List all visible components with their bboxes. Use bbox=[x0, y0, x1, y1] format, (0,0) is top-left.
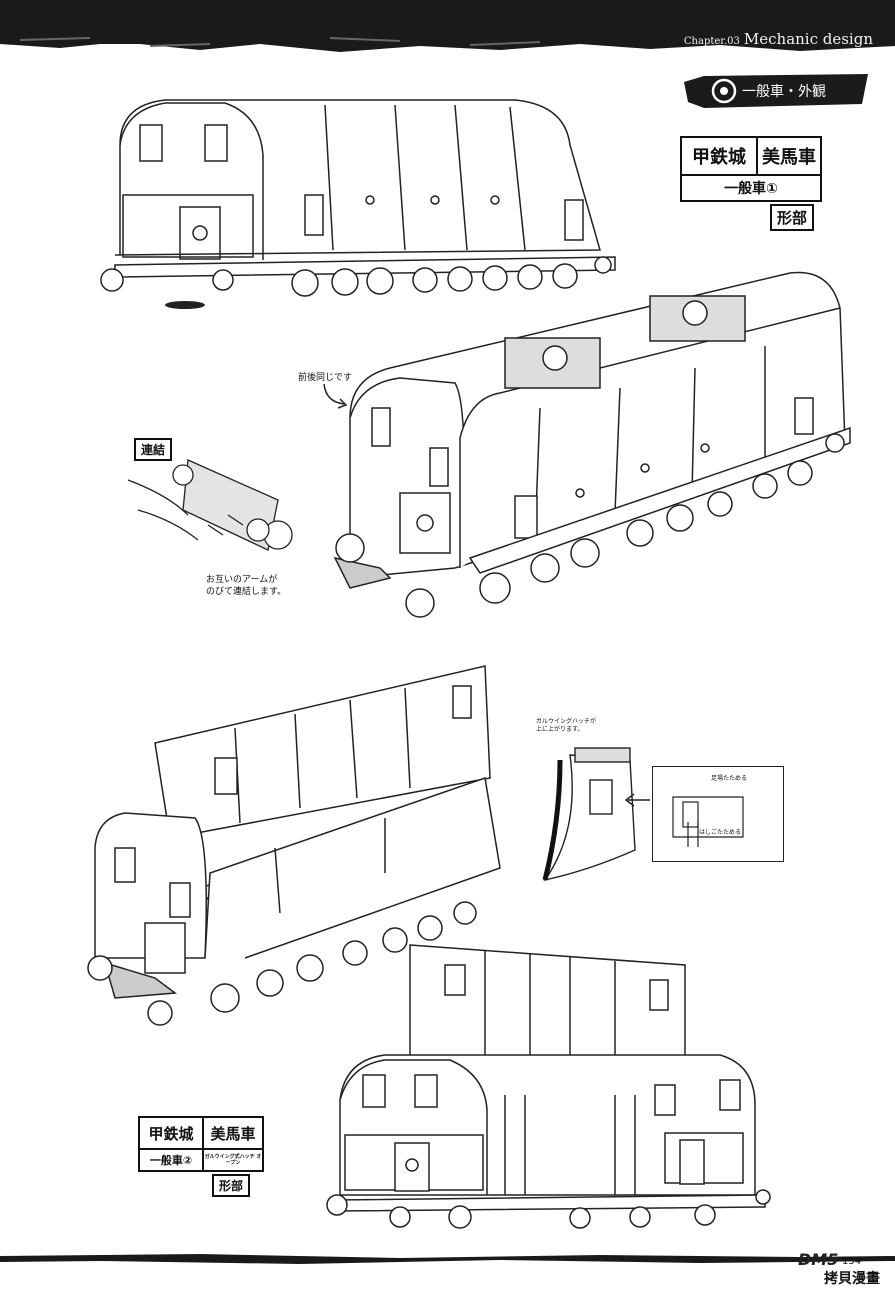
chapter-title: Mechanic design bbox=[743, 30, 873, 48]
spec-sub: ガルウイング式ハッチ オープン bbox=[204, 1154, 262, 1166]
spec-org: 甲鉄城 bbox=[140, 1118, 204, 1150]
stamp-bottom: 形部 bbox=[212, 1174, 251, 1197]
watermark-logo: DM5 bbox=[798, 1250, 839, 1269]
coupling-note-line2: のびて連結します。 bbox=[206, 587, 287, 597]
inset-arrow bbox=[624, 793, 650, 807]
watermark-text: 拷貝漫畫 bbox=[824, 1271, 880, 1287]
section-tag-label: 一般車・外観 bbox=[742, 84, 826, 100]
gullwing-note-line1: ガルウイングハッチが bbox=[536, 718, 597, 725]
stamp-top: 形部 bbox=[770, 204, 815, 231]
page-number: 154 bbox=[842, 1256, 862, 1267]
inset-note-up: 足場たためる bbox=[711, 775, 748, 782]
coupling-detail-drawing bbox=[128, 459, 293, 551]
inset-note-down: はしごたためる bbox=[699, 829, 742, 836]
spec-artist: 美馬車 bbox=[758, 138, 820, 176]
coupling-label: 連結 bbox=[134, 438, 173, 461]
spec-car: 一般車② bbox=[140, 1150, 204, 1170]
fold-inset-box: 足場たためる はしごたためる bbox=[652, 766, 784, 862]
car-open-front-drawing bbox=[326, 944, 771, 1229]
spec-org: 甲鉄城 bbox=[682, 138, 758, 176]
gullwing-note-line2: 上に上がります。 bbox=[536, 726, 584, 733]
car-open-hatch-drawing bbox=[87, 665, 501, 1026]
fold-inset-drawing bbox=[672, 796, 744, 847]
spec-artist: 美馬車 bbox=[204, 1118, 262, 1150]
section-tag-brush bbox=[684, 74, 868, 108]
car-perspective-drawing bbox=[333, 271, 851, 618]
spec-car: 一般車① bbox=[724, 181, 778, 197]
car-side-view-drawing bbox=[100, 99, 616, 309]
footer-brush-band bbox=[0, 1254, 895, 1264]
coupling-note-line1: お互いのアームが bbox=[206, 575, 278, 585]
spec-box-bottom: 甲鉄城 美馬車 一般車② ガルウイング式ハッチ オープン bbox=[138, 1116, 264, 1172]
note-same-front-back: 前後同じです bbox=[298, 373, 353, 383]
header-brush-band bbox=[0, 0, 895, 52]
gullwing-hatch-drawing bbox=[542, 747, 636, 882]
note-arrow bbox=[323, 383, 348, 409]
chapter-number: Chapter.03 bbox=[683, 36, 740, 47]
spec-box-top: 甲鉄城 美馬車 一般車① bbox=[680, 136, 822, 202]
